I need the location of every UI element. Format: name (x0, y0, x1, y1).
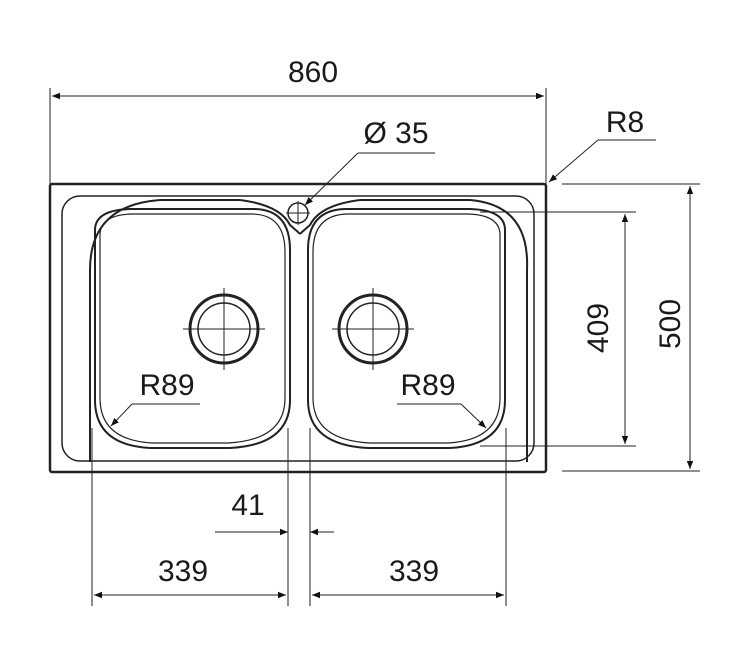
right-bowl (307, 208, 506, 449)
extension-lines (91, 428, 507, 606)
dim-divider: 41 (231, 489, 264, 522)
dim-overall-width: 860 (288, 56, 338, 89)
dim-corner-radius: R8 (606, 106, 644, 139)
dim-bowl-radius-left: R89 (139, 369, 194, 402)
dim-bowl-width-right: 339 (389, 555, 439, 588)
dimension-overall-width: 860 (49, 56, 547, 184)
dim-bowl-depth: 409 (582, 303, 615, 353)
sink-outline (48, 182, 548, 474)
dimension-corner-radius: R8 (548, 106, 656, 183)
dim-overall-depth: 500 (654, 299, 687, 349)
dimension-bowl-radius-right: R89 (397, 369, 487, 429)
dim-bowl-width-left: 339 (158, 555, 208, 588)
right-drain (332, 288, 414, 370)
dimension-bowl-radius-left: R89 (110, 369, 200, 427)
dimension-tap-hole: Ø 35 (304, 117, 435, 206)
dim-tap-hole: Ø 35 (363, 117, 428, 150)
left-drain (183, 288, 265, 370)
dimension-divider: 41 (215, 489, 334, 536)
dimension-bowl-width-right: 339 (312, 555, 504, 599)
dimension-bowl-width-left: 339 (94, 555, 286, 599)
tap-hole (286, 201, 310, 225)
dim-bowl-radius-right: R89 (400, 369, 455, 402)
dimension-overall-depth: 500 (562, 183, 700, 472)
left-bowl (94, 208, 291, 449)
